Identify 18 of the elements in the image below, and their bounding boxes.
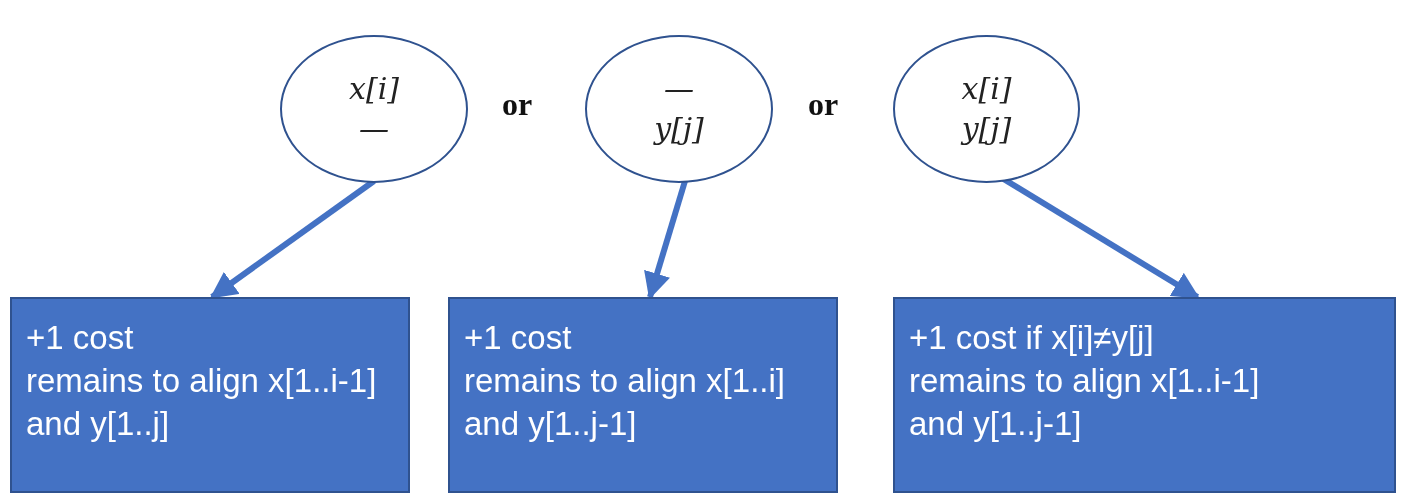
math-expression: y[j] bbox=[654, 110, 704, 148]
box-text: remains to align x[1..i-1] and y[1..j] bbox=[26, 360, 378, 444]
math-expression: — bbox=[359, 110, 389, 148]
box-text: +1 cost bbox=[26, 318, 135, 358]
math-expression: x[i] bbox=[349, 69, 399, 108]
connector-word: or bbox=[502, 86, 533, 123]
math-expression: — bbox=[664, 69, 694, 108]
box-text: +1 cost if x[i]≠y[j] bbox=[909, 318, 1155, 358]
box-text: remains to align x[1..i-1] and y[1..j-1] bbox=[909, 360, 1261, 444]
process-box bbox=[448, 297, 838, 493]
connector-word: or bbox=[808, 86, 839, 123]
math-expression: y[j] bbox=[961, 110, 1012, 148]
box-text: +1 cost bbox=[464, 318, 573, 358]
math-expression: x[i] bbox=[961, 69, 1012, 108]
arrow bbox=[644, 180, 688, 300]
process-box bbox=[10, 297, 410, 493]
process-box bbox=[893, 297, 1396, 493]
box-text: remains to align x[1..i] and y[1..j-1] bbox=[464, 360, 786, 444]
